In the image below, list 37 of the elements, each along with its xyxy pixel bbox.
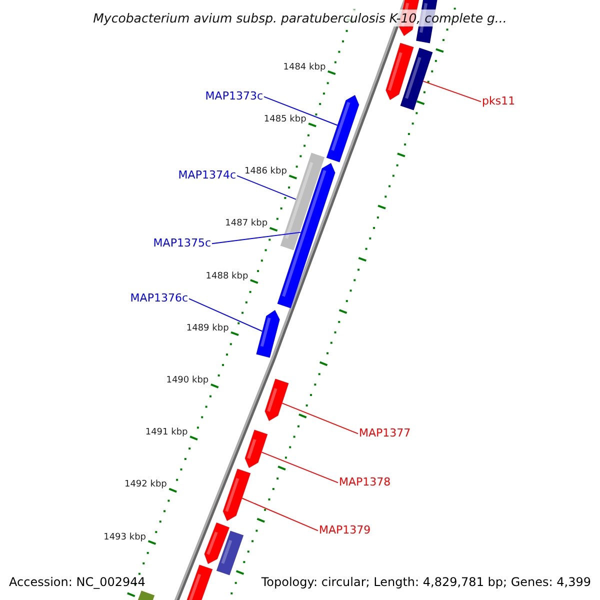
leader-line — [242, 498, 318, 532]
gene-feature — [216, 530, 244, 576]
scale-label: 1492 kbp — [124, 480, 167, 491]
leader-line — [264, 96, 338, 126]
leader-line — [188, 298, 263, 332]
gene-feature — [244, 430, 268, 468]
scale-label: 1491 kbp — [145, 428, 188, 438]
leader-line — [212, 232, 302, 244]
gene-label: MAP1374c — [178, 168, 236, 182]
leader-line — [282, 402, 358, 434]
gene-feature — [204, 522, 230, 564]
scale-label: 1487 kbp — [225, 218, 268, 230]
gene-feature — [222, 468, 251, 521]
gene-feature — [326, 95, 360, 162]
gene-label: MAP1376c — [130, 291, 188, 305]
scale-label: 1484 kbp — [283, 62, 326, 74]
scale-label: 1486 kbp — [244, 166, 287, 178]
scale-label: 1485 kbp — [264, 114, 306, 126]
footer-text: Accession: NC_002944 — [9, 574, 146, 590]
scale-label: 1493 kbp — [104, 532, 146, 543]
gene-feature — [400, 48, 433, 110]
gene-label: MAP1378 — [339, 475, 391, 489]
gene-label: pks11 — [482, 94, 516, 108]
gene-feature — [386, 42, 414, 100]
leader-line — [236, 175, 296, 200]
gene-label: MAP1373c — [205, 89, 263, 103]
gene-label: MAP1377 — [359, 426, 411, 440]
leader-line — [422, 80, 482, 102]
gene-label: MAP1379 — [319, 523, 371, 537]
gene-feature — [256, 310, 280, 358]
scale-label: 1489 kbp — [186, 323, 229, 334]
scale-label: 1488 kbp — [206, 271, 248, 282]
scale-label: 1490 kbp — [166, 376, 209, 386]
leader-line — [261, 452, 338, 484]
footer-text: Topology: circular; Length: 4,829,781 bp; Genes: 4,399 — [261, 574, 591, 590]
gene-label: MAP1375c — [153, 236, 211, 250]
gene-feature — [264, 378, 289, 421]
